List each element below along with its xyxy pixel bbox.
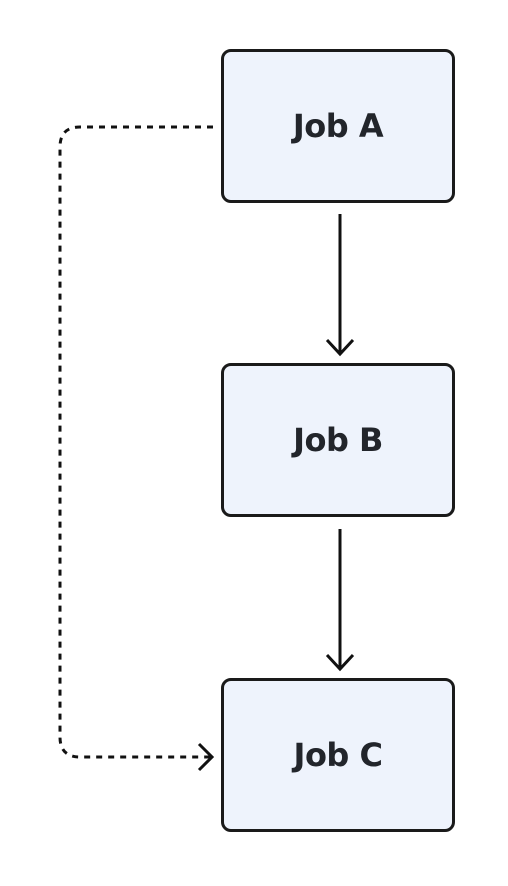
edge-a-to-c xyxy=(58,125,215,772)
node-job-b[interactable]: Job B xyxy=(221,363,455,517)
edge-b-to-c xyxy=(325,529,355,672)
edge-a-to-b xyxy=(325,214,355,357)
node-label-job-c: Job C xyxy=(293,736,383,774)
node-label-job-a: Job A xyxy=(292,107,384,145)
node-job-c[interactable]: Job C xyxy=(221,678,455,832)
node-job-a[interactable]: Job A xyxy=(221,49,455,203)
node-label-job-b: Job B xyxy=(293,421,383,459)
